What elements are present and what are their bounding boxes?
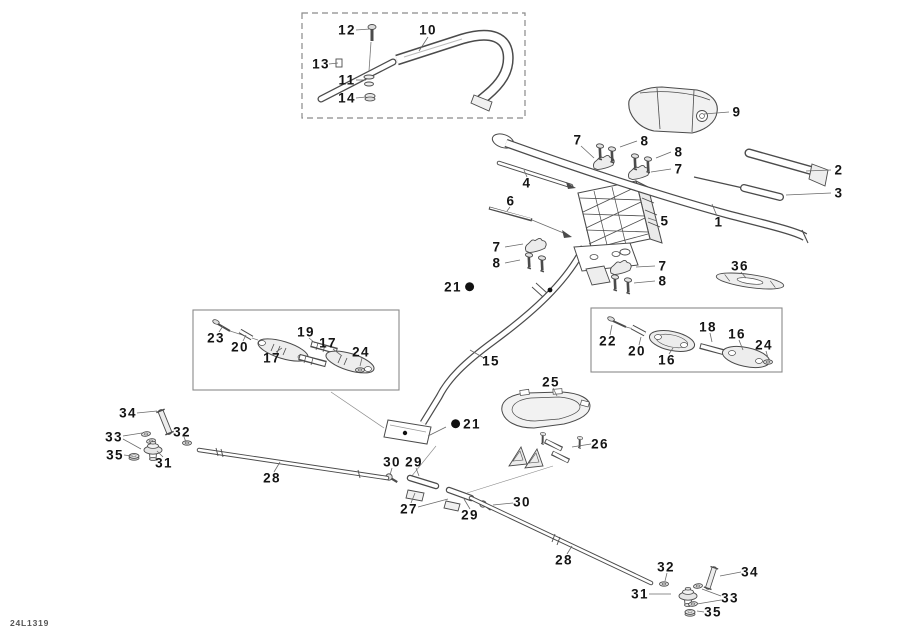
part-36-washer-strip	[715, 272, 785, 290]
part-28-tie-rod-right	[468, 495, 654, 586]
left-arm-hardware	[128, 407, 192, 462]
part-10-handlebar-hook	[395, 29, 514, 112]
part-26-brackets	[508, 430, 585, 469]
part-4-rod	[496, 160, 576, 189]
right-arm-hardware	[659, 564, 720, 617]
part-9-handlebar-pad	[628, 86, 718, 134]
inset-box-hook-kit	[301, 12, 526, 119]
part-15-steering-shaft	[330, 245, 588, 445]
part-28-tie-rod-left	[196, 447, 390, 481]
diagram-code: 24L1319	[10, 618, 50, 628]
part-25-support-plate	[501, 388, 591, 429]
part-3-grip	[693, 176, 784, 201]
part-5-riser-block	[573, 180, 663, 286]
part-6-rod	[488, 206, 572, 238]
inset-box-left-clamp-kit	[192, 309, 400, 391]
part-1-handlebar	[491, 133, 809, 244]
part-2-grip	[744, 148, 829, 187]
part-11-14-strap-hardware	[317, 24, 397, 103]
inset-box-right-clamp-kit	[590, 307, 783, 373]
mid-linkage-27-29-30	[384, 445, 554, 512]
leader-lines	[122, 28, 832, 613]
